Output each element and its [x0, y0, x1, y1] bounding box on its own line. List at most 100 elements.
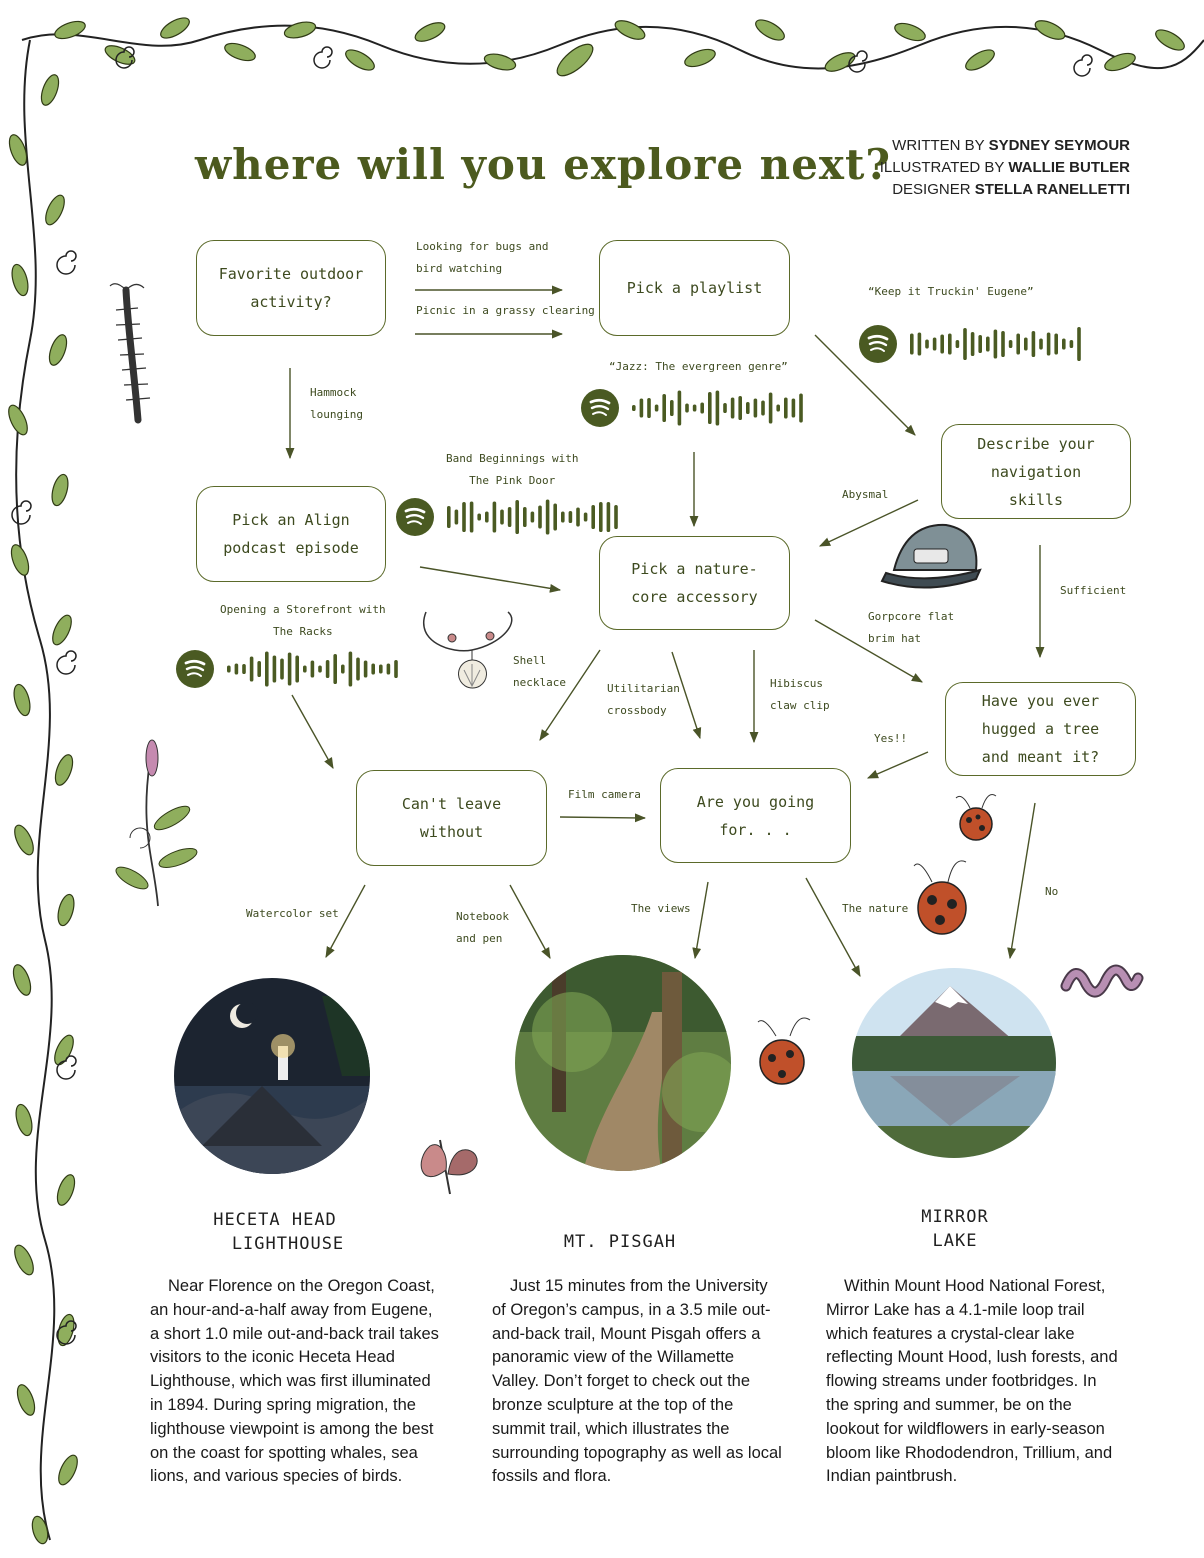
spotify-code-bar — [242, 664, 246, 674]
spotify-code-bar — [1016, 334, 1020, 355]
spotify-code-bar — [333, 654, 337, 684]
spotify-icon — [581, 389, 619, 427]
spotify-code-bar — [493, 502, 497, 533]
heceta-lighthouse-illustration — [172, 976, 372, 1176]
spotify-code-bar — [576, 508, 580, 527]
spotify-code-bar — [394, 660, 398, 678]
spotify-code-bar — [769, 393, 773, 424]
spotify-code-bar — [948, 334, 952, 355]
spotify-code-band-beginnings[interactable] — [395, 495, 627, 539]
spotify-code-bar — [500, 510, 504, 525]
spotify-code-bar — [607, 502, 611, 532]
spotify-code-bar — [925, 340, 929, 349]
spotify-code-bar — [655, 405, 659, 412]
spotify-code-bar — [531, 512, 535, 523]
spotify-code-bar — [738, 396, 742, 420]
spotify-code-bar — [678, 391, 682, 426]
spotify-code-bar — [538, 506, 542, 529]
spotify-code-storefront[interactable] — [175, 647, 407, 691]
spotify-code-bar — [508, 507, 512, 527]
spotify-code-bar — [523, 507, 527, 527]
spotify-code-bar — [918, 333, 922, 356]
spotify-code-bar — [1062, 339, 1066, 350]
spotify-code-bar — [632, 405, 636, 411]
spotify-code-bar — [1032, 331, 1036, 357]
spotify-code-bar — [485, 512, 489, 523]
node-cant-leave-without: Can't leave without — [356, 770, 547, 866]
spotify-code-keep-truckin[interactable] — [858, 322, 1090, 366]
spotify-code-bar — [455, 510, 459, 525]
centipede-illustration — [96, 280, 160, 430]
spotify-code-bar — [978, 335, 982, 353]
description-heceta: Near Florence on the Oregon Coast, an ho… — [150, 1275, 442, 1489]
spotify-code-bar — [1077, 327, 1081, 361]
spotify-code-bar — [553, 504, 557, 531]
node-pick-podcast: Pick an Align podcast episode — [196, 486, 386, 582]
playlist-title-band-line1: Band Beginnings with — [446, 448, 578, 470]
edge-label-notebook: Notebook and pen — [456, 906, 509, 950]
spotify-code-bar — [273, 656, 277, 683]
spotify-code-jazz[interactable] — [580, 386, 812, 430]
spotify-code-bar — [569, 511, 573, 523]
spotify-code-bar — [1054, 334, 1058, 355]
spotify-code-bar — [341, 665, 345, 674]
butterfly-illustration — [410, 1130, 486, 1200]
place-name-pisgah: MT. PISGAH — [540, 1230, 700, 1254]
spotify-icon — [396, 498, 434, 536]
shell-necklace-illustration — [412, 592, 522, 692]
spotify-code-bar — [670, 400, 674, 416]
edge-label-hibiscus: Hibiscus claw clip — [770, 673, 830, 717]
edge-label-no: No — [1045, 881, 1058, 903]
spotify-code-bar — [379, 665, 383, 674]
spotify-code-bar — [477, 514, 481, 521]
spotify-code-bar — [910, 334, 914, 355]
spotify-code-bar — [784, 398, 788, 419]
spotify-code-bar — [754, 399, 758, 418]
spotify-code-bar — [387, 664, 391, 675]
description-heceta-text: Near Florence on the Oregon Coast, an ho… — [150, 1277, 439, 1485]
edge-label-hammock-line1: Hammock — [310, 382, 363, 404]
spotify-icon — [859, 325, 897, 363]
place-name-mirror-line1: MIRROR — [880, 1205, 1030, 1229]
edge-label-gorpcore: Gorpcore flat brim hat — [868, 606, 954, 650]
place-name-heceta: HECETA HEAD LIGHTHOUSE — [190, 1208, 360, 1256]
playlist-title-keep-truckin: “Keep it Truckin' Eugene” — [868, 281, 1034, 303]
spotify-code-bar — [986, 337, 990, 352]
spotify-code-bar — [940, 335, 944, 354]
spotify-code-bar — [792, 399, 796, 418]
spotify-code-bar — [349, 652, 353, 687]
edge-label-hibiscus-line2: claw clip — [770, 695, 830, 717]
spotify-code-bar — [662, 394, 666, 422]
node-going-for: Are you going for. . . — [660, 768, 851, 863]
spotify-code-bar — [647, 398, 651, 418]
playlist-title-storefront-line2: The Racks — [220, 621, 386, 643]
edge-label-hibiscus-line1: Hibiscus — [770, 673, 830, 695]
spotify-code-bar — [318, 666, 322, 673]
spotify-code-bar — [640, 399, 644, 418]
node-pick-playlist: Pick a playlist — [599, 240, 790, 336]
spotify-code-bar — [311, 661, 315, 678]
edge-label-hammock-line2: lounging — [310, 404, 363, 426]
playlist-title-jazz: “Jazz: The evergreen genre” — [609, 356, 788, 378]
flat-brim-hat-illustration — [876, 515, 988, 597]
spotify-code-bar — [591, 505, 595, 529]
edge-label-notebook-line2: and pen — [456, 928, 509, 950]
spotify-code-bar — [250, 657, 254, 682]
spotify-code-bar — [1009, 340, 1013, 348]
spotify-code-bar — [280, 659, 284, 680]
edge-label-hammock: Hammock lounging — [310, 382, 363, 426]
spotify-code-bar — [723, 403, 727, 413]
spotify-code-bar — [303, 666, 307, 673]
spotify-code-bar — [584, 513, 588, 522]
node-navigation-skills: Describe your navigation skills — [941, 424, 1131, 519]
spotify-code-bar — [599, 502, 603, 532]
spotify-code-bar — [515, 500, 519, 534]
spotify-code-bar — [470, 502, 474, 533]
edge-label-bugs-line2: bird watching — [416, 258, 548, 280]
spotify-icon — [176, 650, 214, 688]
ladybug-icon — [910, 854, 976, 940]
spotify-code-bar — [746, 402, 750, 414]
spotify-code-bar — [1070, 340, 1074, 348]
spotify-code-bar — [963, 328, 967, 360]
edge-label-yes: Yes!! — [874, 728, 907, 750]
